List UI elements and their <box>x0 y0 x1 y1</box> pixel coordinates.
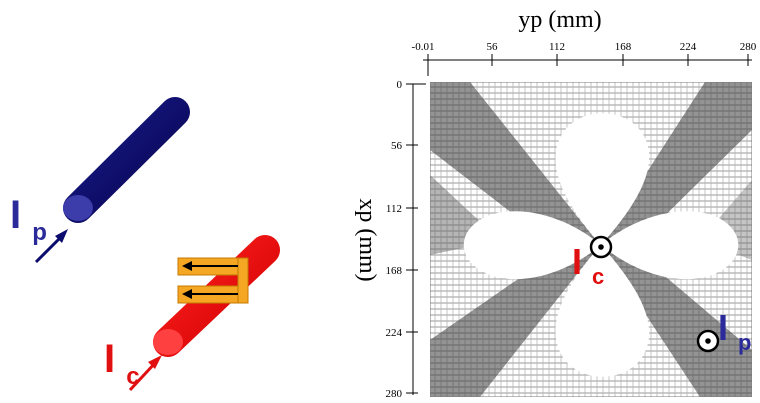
x-axis <box>423 54 752 76</box>
x-tick-label: 112 <box>549 41 565 53</box>
x-tick-labels: -0.01 56 112 168 224 280 <box>412 41 757 53</box>
x-tick-label: 224 <box>680 41 697 53</box>
field-band-ne <box>600 82 752 245</box>
y-tick-label: 0 <box>397 79 403 91</box>
y-tick-label: 56 <box>391 140 403 152</box>
wire-c-arrow <box>128 360 158 392</box>
probe-arrowhead-top <box>182 261 192 271</box>
label-ic-letter: I <box>104 337 115 381</box>
y-tick-label: 224 <box>386 327 403 339</box>
lobes <box>463 113 739 377</box>
label-ic-sub: c <box>126 363 139 390</box>
field-band-nw <box>430 82 600 250</box>
field-band-se <box>600 245 752 397</box>
label-ip-sub: p <box>32 219 47 246</box>
wire-c-end <box>153 329 183 355</box>
wire-p-arrowhead <box>55 229 68 243</box>
field-band-sw <box>430 245 600 397</box>
label-ic: I c <box>104 337 140 390</box>
x-axis-title: yp (mm) <box>518 7 601 33</box>
marker-ic <box>589 235 613 259</box>
wire-p-arrow <box>34 234 64 264</box>
label-ip-letter: I <box>10 193 21 237</box>
y-tick-labels: 0 56 112 168 224 280 <box>386 79 403 400</box>
wire-p-end <box>63 195 93 221</box>
x-tick-label: 280 <box>740 41 757 53</box>
lobe-top <box>555 113 650 245</box>
y-tick-label: 112 <box>386 203 402 215</box>
marker-ip-dot <box>705 338 711 344</box>
plot-label-ip-letter: I <box>718 307 728 348</box>
lobe-left <box>463 211 601 280</box>
marker-ic-dot <box>598 244 604 250</box>
probe-bar-side <box>237 257 249 304</box>
y-axis <box>406 83 426 395</box>
y-axis-title: xp (mm) <box>354 198 380 281</box>
wire-p <box>34 97 190 264</box>
marker-ip <box>696 329 720 353</box>
plot-label-ic-sub: c <box>592 264 604 289</box>
y-tick-label: 280 <box>386 388 403 400</box>
x-tick-label: -0.01 <box>412 41 435 53</box>
wire-p-body <box>63 97 190 223</box>
lobe-bottom <box>555 245 650 377</box>
x-tick-label: 56 <box>487 41 499 53</box>
plot-label-ic-letter: I <box>572 241 582 282</box>
wire-c-arrowhead <box>148 355 162 369</box>
plot-label-ic: I c <box>572 241 604 289</box>
plot-label-ip: I p <box>718 307 751 355</box>
probe-arrowhead-bottom <box>182 289 192 299</box>
y-tick-label: 168 <box>386 265 403 277</box>
probe-coil <box>177 257 249 304</box>
plot-label-ip-sub: p <box>738 330 751 355</box>
label-ip: I p <box>10 193 47 246</box>
x-tick-label: 168 <box>615 41 632 53</box>
lobe-right <box>601 211 739 280</box>
